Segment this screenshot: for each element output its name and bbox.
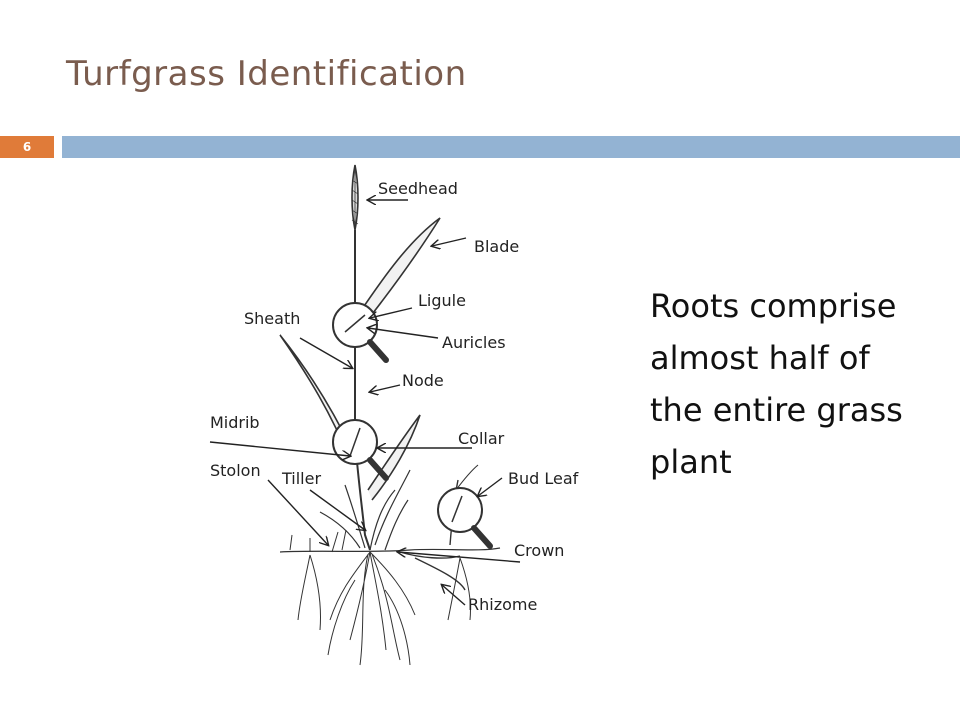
arrow-auricles <box>368 328 439 339</box>
label-auricles: Auricles <box>442 333 506 352</box>
side-note-line: Roots comprise <box>650 287 897 325</box>
label-seedhead: Seedhead <box>378 179 458 198</box>
label-crown: Crown <box>514 541 564 560</box>
arrow-tiller <box>309 489 365 530</box>
slide-title: Turfgrass Identification <box>66 54 467 94</box>
title-bar: 6 <box>0 136 960 158</box>
label-ligule: Ligule <box>418 291 466 310</box>
arrow-crown <box>398 552 521 563</box>
main-stem <box>354 230 371 551</box>
magnifier-ligule <box>332 302 389 363</box>
label-midrib: Midrib <box>210 413 260 432</box>
blade-leaf <box>357 217 441 323</box>
side-note: Roots comprise almost half of the entire… <box>650 280 950 488</box>
side-note-line: plant <box>650 443 732 481</box>
label-node: Node <box>402 371 444 390</box>
label-bud-leaf: Bud Leaf <box>508 469 579 488</box>
arrow-stolon <box>267 479 328 545</box>
plant-illustration <box>279 164 501 666</box>
soil-line <box>279 547 501 553</box>
label-arrows <box>209 200 521 606</box>
label-tiller: Tiller <box>281 469 321 488</box>
arrow-bud-leaf <box>478 477 503 496</box>
accent-bar <box>62 136 960 158</box>
arrow-node <box>370 384 401 392</box>
side-note-line: almost half of <box>650 339 870 377</box>
label-collar: Collar <box>458 429 505 448</box>
grass-plant-diagram: Seedhead Blade Ligule Sheath Auricles No… <box>209 164 579 666</box>
label-stolon: Stolon <box>210 461 261 480</box>
label-rhizome: Rhizome <box>468 595 537 614</box>
roots <box>327 551 416 666</box>
arrow-ligule <box>370 307 413 318</box>
magnifier-bud-leaf <box>437 487 493 549</box>
label-sheath: Sheath <box>244 309 300 328</box>
label-blade: Blade <box>474 237 519 256</box>
magnifier-collar <box>332 419 389 481</box>
slide-number: 6 <box>0 136 54 158</box>
side-note-line: the entire grass <box>650 391 903 429</box>
arrow-midrib <box>209 441 350 456</box>
arrow-sheath <box>299 337 352 368</box>
arrow-rhizome <box>442 585 466 606</box>
arrow-blade <box>432 237 467 246</box>
